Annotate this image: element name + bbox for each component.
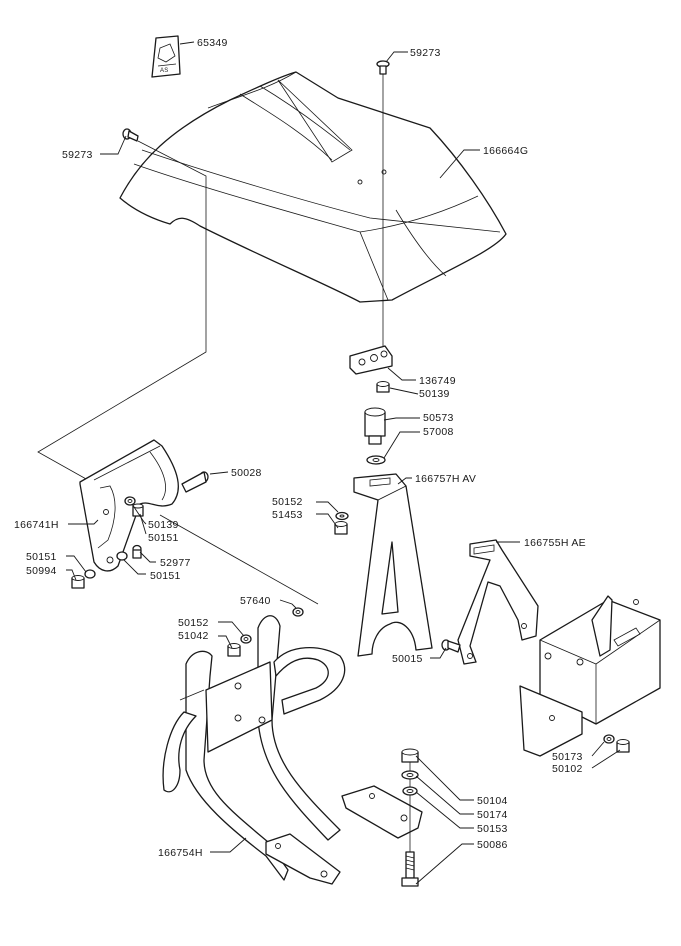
label-166754h: 166754H bbox=[158, 847, 203, 859]
washer-50152-b bbox=[240, 634, 252, 644]
bolt-50015 bbox=[441, 639, 461, 653]
label-50104: 50104 bbox=[477, 795, 508, 807]
nut-50104 bbox=[401, 748, 419, 763]
bracket-166755h-ae bbox=[457, 539, 539, 665]
label-50151-a: 50151 bbox=[148, 532, 179, 544]
nut-50994 bbox=[71, 575, 85, 589]
label-57640: 57640 bbox=[240, 595, 271, 607]
part-labels: 65349 59273 59273 166664G 136749 50139 5… bbox=[14, 37, 586, 859]
label-50015: 50015 bbox=[392, 653, 423, 665]
label-57008: 57008 bbox=[423, 426, 454, 438]
washer-57008 bbox=[366, 455, 386, 465]
nut-51042 bbox=[227, 643, 241, 657]
nut-50139-top bbox=[376, 381, 390, 393]
nut-51453 bbox=[334, 521, 348, 535]
washer-50152-a bbox=[335, 511, 349, 521]
label-50174: 50174 bbox=[477, 809, 508, 821]
label-50153: 50153 bbox=[477, 823, 508, 835]
leader-lines bbox=[66, 41, 621, 885]
washer-57640 bbox=[292, 607, 304, 617]
label-166664g: 166664G bbox=[483, 145, 528, 157]
decal-65349: AS bbox=[151, 35, 181, 78]
decal-logo-text: AS bbox=[160, 68, 169, 74]
label-166755h-ae: 166755H AE bbox=[524, 537, 586, 549]
nut-50102 bbox=[616, 739, 630, 753]
label-50102: 50102 bbox=[552, 763, 583, 775]
label-50086: 50086 bbox=[477, 839, 508, 851]
label-50139-top: 50139 bbox=[419, 388, 450, 400]
label-50139-bracket: 50139 bbox=[148, 519, 179, 531]
label-166741h: 166741H bbox=[14, 519, 59, 531]
washer-50139-bracket bbox=[124, 496, 136, 506]
label-50573: 50573 bbox=[423, 412, 454, 424]
label-59273-top: 59273 bbox=[410, 47, 441, 59]
bolt-52977 bbox=[132, 544, 142, 559]
label-52977: 52977 bbox=[160, 557, 191, 569]
label-50994: 50994 bbox=[26, 565, 57, 577]
washer-50174 bbox=[401, 770, 419, 780]
washer-50173 bbox=[603, 734, 615, 744]
washer-50151-c bbox=[116, 551, 128, 561]
label-51453: 51453 bbox=[272, 509, 303, 521]
label-65349: 65349 bbox=[197, 37, 228, 49]
label-59273-left: 59273 bbox=[62, 149, 93, 161]
label-50028: 50028 bbox=[231, 467, 262, 479]
spacer-50573 bbox=[364, 407, 386, 445]
label-166757h-av: 166757H AV bbox=[415, 473, 476, 485]
bracket-136749 bbox=[349, 345, 393, 375]
assembly-line-tube bbox=[159, 514, 319, 605]
hood-166664g bbox=[119, 71, 507, 303]
nut-50151-a bbox=[132, 503, 144, 517]
bolt-59273-top bbox=[376, 60, 390, 75]
upright-166757h-av bbox=[353, 473, 433, 657]
assembly-line-left bbox=[37, 140, 207, 499]
label-51042: 51042 bbox=[178, 630, 209, 642]
label-50152-a: 50152 bbox=[272, 496, 303, 508]
bolt-50086 bbox=[401, 851, 419, 887]
label-50151-c: 50151 bbox=[150, 570, 181, 582]
label-136749: 136749 bbox=[419, 375, 456, 387]
washer-50153 bbox=[402, 786, 418, 796]
label-50151-b: 50151 bbox=[26, 551, 57, 563]
bolt-50028 bbox=[181, 471, 209, 493]
label-50173: 50173 bbox=[552, 751, 583, 763]
tray-box bbox=[519, 595, 661, 757]
frame-166754h bbox=[162, 615, 423, 885]
washer-50151-b bbox=[84, 569, 96, 579]
label-50152-b: 50152 bbox=[178, 617, 209, 629]
bolt-59273-left bbox=[122, 128, 139, 142]
